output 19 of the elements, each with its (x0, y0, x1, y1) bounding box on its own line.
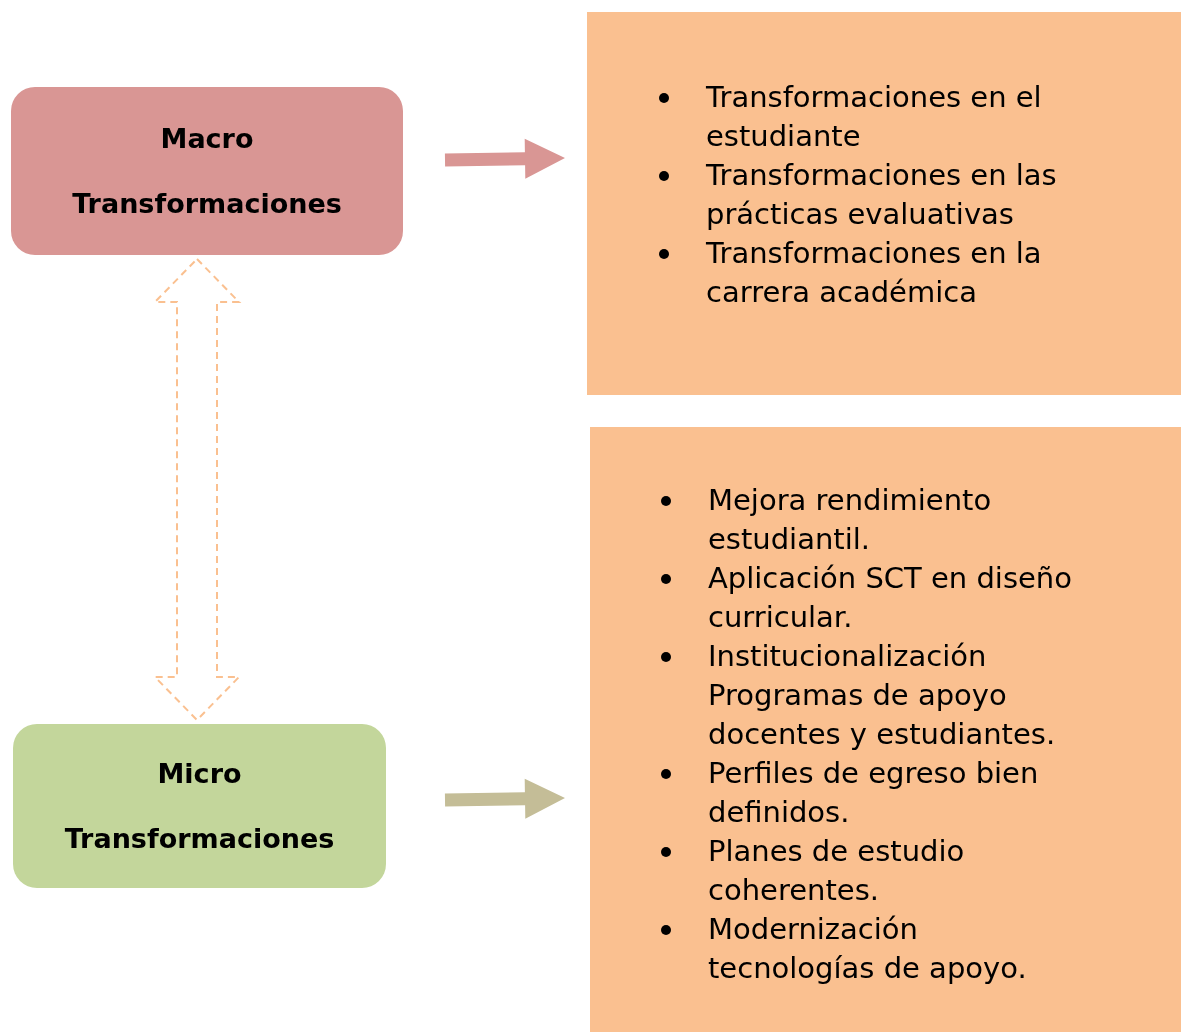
list-item: Modernización tecnologías de apoyo. (708, 912, 1027, 985)
bullet-list-box (590, 427, 1181, 1032)
list-item: Mejora rendimiento estudiantil. (708, 483, 992, 556)
bullet-list-box (587, 12, 1181, 395)
rounded-box (11, 87, 403, 255)
list-item: Transformaciones en las prácticas evaluativas (706, 158, 1057, 231)
box-label: Transformaciones (64, 825, 335, 852)
list-item: Perfiles de egreso bien definidos. (708, 756, 1039, 829)
block-arrow (444, 138, 565, 179)
list-item: Transformaciones en el estudiante (706, 80, 1042, 153)
list-item: Transformaciones en la carrera académica (706, 236, 1042, 309)
box-label: Macro (160, 125, 254, 152)
list-item: Aplicación SCT en diseño curricular. (708, 561, 1072, 634)
box-label: Transformaciones (72, 190, 342, 217)
box-label: Micro (157, 760, 242, 787)
block-arrow (444, 778, 565, 819)
list-item: Institucionalización Programas de apoyo docentes y estudiantes. (708, 639, 1056, 751)
list-item: Planes de estudio coherentes. (708, 834, 965, 907)
rounded-box (13, 724, 386, 888)
